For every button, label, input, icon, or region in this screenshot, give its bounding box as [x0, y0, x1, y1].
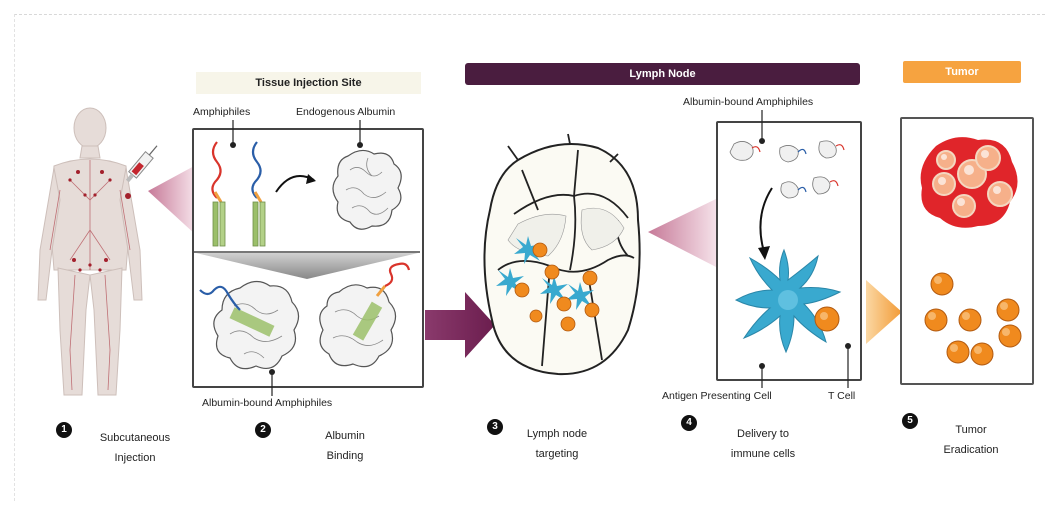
endogenous-albumin-label: Endogenous Albumin	[296, 106, 395, 118]
step-3-number: 3	[487, 419, 503, 435]
label-leader-albumin-bound	[262, 366, 282, 400]
albumin-protein-icon	[328, 146, 408, 236]
tissue-injection-header: Tissue Injection Site	[196, 72, 421, 94]
step-2-caption: Albumin Binding	[290, 426, 400, 466]
lymph-node-cells	[488, 220, 618, 340]
step-4-number: 4	[681, 415, 697, 431]
t-cell-icon	[812, 304, 842, 334]
albumin-bound-amphiphiles-label-top: Albumin-bound Amphiphiles	[683, 96, 813, 108]
step-4-line1: Delivery to	[708, 424, 818, 444]
step-3-caption: Lymph node targeting	[502, 424, 612, 464]
albumin-bound-complex-right	[315, 262, 415, 377]
step-3-line2: targeting	[502, 444, 612, 464]
amphiphiles-label: Amphiphiles	[193, 106, 250, 118]
label-leaders-immune	[752, 338, 862, 394]
step-1-number: 1	[56, 422, 72, 438]
tumor-header: Tumor	[903, 61, 1021, 83]
step-3-line1: Lymph node	[502, 424, 612, 444]
step-5-line1: Tumor	[916, 420, 1026, 440]
step-4-caption: Delivery to immune cells	[708, 424, 818, 464]
step-1-line2: Injection	[80, 448, 190, 468]
tumor-mass-illustration	[916, 132, 1022, 232]
step-1-caption: Subcutaneous Injection	[80, 428, 190, 468]
step-1-line1: Subcutaneous	[80, 428, 190, 448]
step-2-line2: Binding	[290, 446, 400, 466]
step-5-caption: Tumor Eradication	[916, 420, 1026, 460]
step-2-number: 2	[255, 422, 271, 438]
arrow-to-tumor	[866, 280, 902, 344]
zoom-cone-lymph	[648, 198, 718, 268]
step-4-line2: immune cells	[708, 444, 818, 464]
lymph-node-header: Lymph Node	[465, 63, 860, 85]
t-cell-label: T Cell	[828, 390, 855, 402]
antigen-presenting-cell-label: Antigen Presenting Cell	[662, 390, 772, 402]
albumin-bound-complex-left	[200, 270, 310, 380]
amphiphile-molecules	[205, 140, 275, 250]
step-5-line2: Eradication	[916, 440, 1026, 460]
small-albumin-complexes	[726, 138, 846, 218]
tumor-t-cells	[918, 262, 1024, 372]
curved-arrow-icon	[272, 168, 322, 198]
zoom-cone-injection	[148, 165, 198, 235]
step-2-line1: Albumin	[290, 426, 400, 446]
